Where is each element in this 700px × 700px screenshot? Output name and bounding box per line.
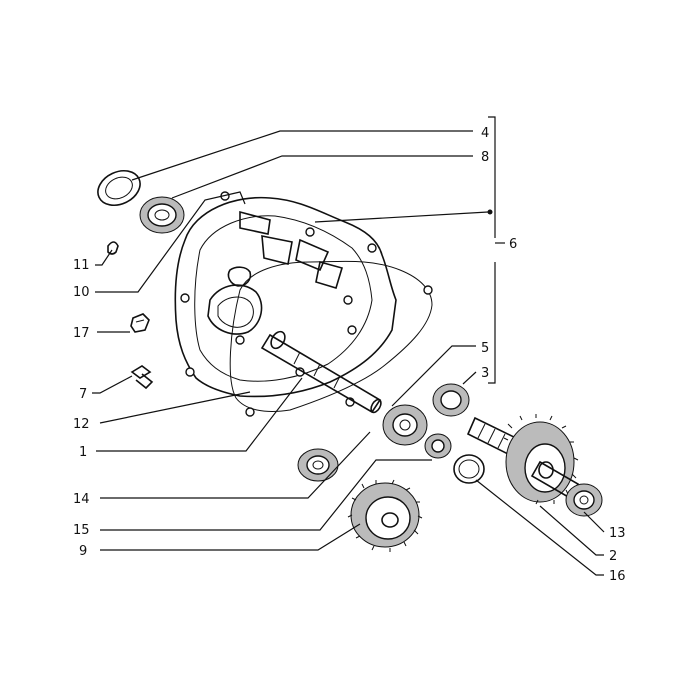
part-2-gear-shaft (466, 414, 580, 505)
part-8-bearing (139, 196, 185, 234)
label-12: 12 (73, 417, 90, 432)
part-4-seal-ring (97, 169, 141, 207)
label-1: 1 (79, 445, 87, 460)
part-1-shaft (260, 330, 382, 414)
label-14: 14 (73, 492, 90, 507)
label-16: 16 (609, 569, 626, 584)
label-9: 9 (79, 544, 87, 559)
part-14-bearing (297, 448, 339, 482)
label-13: 13 (609, 526, 626, 541)
label-5: 5 (481, 341, 489, 356)
part-5-bearing (382, 404, 428, 446)
label-7: 7 (79, 387, 87, 402)
transmission-housing (174, 191, 397, 398)
label-11: 11 (73, 258, 90, 273)
label-17: 17 (73, 326, 90, 341)
label-15: 15 (73, 523, 90, 538)
label-6: 6 (509, 237, 517, 252)
part-17-bracket (130, 313, 150, 333)
part-3-bearing (432, 383, 470, 417)
part-9-gear (347, 479, 423, 552)
leader-lines (92, 116, 605, 576)
part-15-bushing (424, 433, 452, 459)
part-16-ring (453, 454, 485, 484)
label-2: 2 (609, 549, 617, 564)
label-10: 10 (73, 285, 90, 300)
part-7-bolt (130, 365, 154, 390)
label-8: 8 (481, 150, 489, 165)
part-11-clip (107, 241, 119, 255)
label-4: 4 (481, 126, 489, 141)
label-3: 3 (481, 366, 489, 381)
part-13-bearing (565, 483, 603, 517)
part-12-gasket (229, 260, 433, 417)
